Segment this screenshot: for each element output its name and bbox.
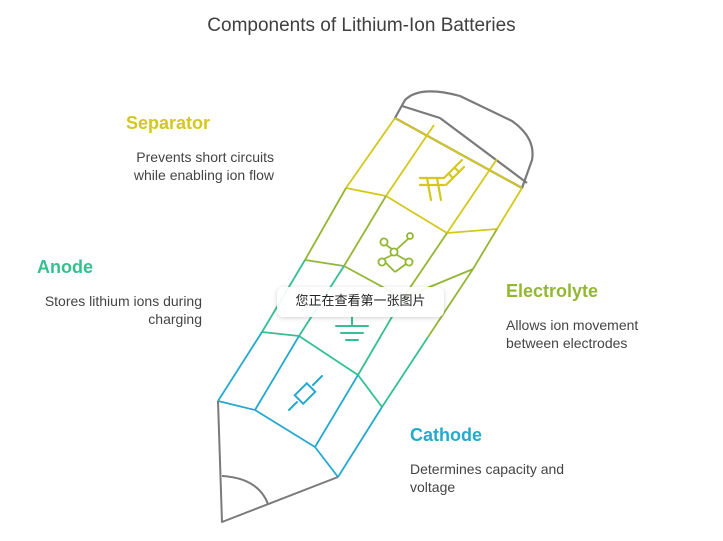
anode-description: Stores lithium ions during charging <box>22 292 202 328</box>
electrolyte-heading: Electrolyte <box>506 281 599 301</box>
ladder-icon <box>418 158 466 202</box>
anode-desc-line1: Stores lithium ions during <box>44 293 202 309</box>
separator-description: Prevents short circuits while enabling i… <box>104 148 274 184</box>
electrolyte-desc-line1: Allows ion movement <box>506 317 639 333</box>
anode-desc-line2: charging <box>148 311 202 327</box>
cathode-desc-line2: voltage <box>410 479 456 495</box>
separator-desc-line1: Prevents short circuits <box>136 149 274 165</box>
pencil-eraser-cap <box>393 90 534 190</box>
separator-heading: Separator <box>126 113 211 133</box>
cathode-desc-line1: Determines capacity and <box>410 461 565 477</box>
diagram-title: Components of Lithium-Ion Batteries <box>207 15 516 36</box>
cathode-heading: Cathode <box>410 425 482 445</box>
molecule-network-icon <box>377 232 414 273</box>
separator-desc-line2: while enabling ion flow <box>133 167 274 183</box>
electrolyte-desc-line2: between electrodes <box>506 335 628 351</box>
ground-icon <box>335 315 369 341</box>
cathode-description: Determines capacity and voltage <box>410 460 564 496</box>
electrolyte-description: Allows ion movement between electrodes <box>506 316 638 352</box>
separator-band <box>345 117 523 234</box>
viewing-image-caption: 您正在查看第一张图片 <box>277 287 444 317</box>
pencil-tip <box>217 400 339 523</box>
cathode-band <box>217 331 383 478</box>
anode-heading: Anode <box>37 257 93 277</box>
diode-icon <box>288 375 323 411</box>
